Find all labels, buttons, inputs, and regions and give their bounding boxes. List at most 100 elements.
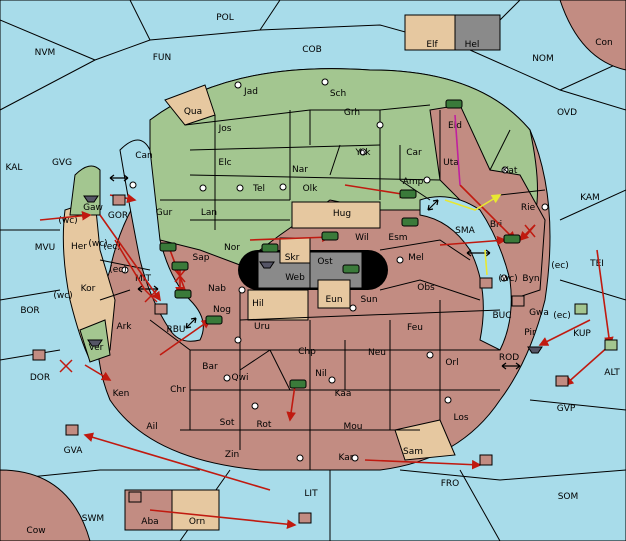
label-SOM: SOM (558, 492, 579, 502)
fleet-GOR (83, 195, 99, 203)
label-Sam: Sam (403, 447, 423, 457)
label-BOR: BOR (20, 306, 39, 316)
label-ALT: ALT (604, 368, 620, 378)
label-Rot: Rot (257, 420, 272, 430)
label-Her: Her (71, 242, 87, 252)
army-Nab (174, 289, 192, 299)
label-Elf: Elf (426, 40, 438, 50)
army-Wil (321, 231, 339, 241)
label-Los: Los (453, 413, 468, 423)
label-Chr: Chr (170, 385, 186, 395)
label-MVU: MVU (35, 243, 56, 253)
label-SMA: SMA (455, 226, 475, 236)
label-FRO: FRO (441, 479, 460, 489)
label-Hil: Hil (252, 299, 264, 309)
label-Yok: Yok (354, 148, 371, 158)
label-KAL: KAL (6, 163, 23, 173)
label-Pir: Pir (524, 328, 536, 338)
army-Nil (289, 379, 307, 389)
label-Ark: Ark (116, 322, 132, 332)
label-Sun: Sun (360, 295, 377, 305)
label-wc2: (wc) (53, 291, 72, 301)
label-Zin: Zin (225, 450, 239, 460)
region-Eun[interactable] (317, 279, 351, 309)
label-SWM: SWM (82, 514, 104, 524)
label-Sch: Sch (330, 89, 346, 99)
label-Elc: Elc (218, 158, 231, 168)
label-Nog: Nog (213, 305, 231, 315)
label-Ail: Ail (146, 422, 157, 432)
label-Orl: Orl (445, 358, 458, 368)
label-BUC: BUC (492, 311, 511, 321)
label-ec1: (ec) (103, 242, 121, 252)
label-KUP: KUP (573, 329, 591, 339)
label-Bar: Bar (202, 362, 218, 372)
label-Can: Can (135, 151, 153, 161)
region-Hel[interactable] (454, 14, 501, 51)
label-GVP: GVP (557, 404, 576, 414)
label-Bri: Bri (490, 220, 502, 230)
label-wc3: (wc) (88, 239, 107, 249)
coast-markers: (wc) (ec) (ec) (wc) (wc) (ec) (ec) (wc) (53, 216, 570, 321)
label-Nar: Nar (292, 165, 308, 175)
region-labels: POL NVM FUN COB Elf Hel Con NOM OVD KAL … (6, 13, 621, 536)
label-Ver: Ver (89, 343, 104, 353)
label-Sap: Sap (193, 253, 210, 263)
label-Con: Con (595, 38, 613, 48)
label-Gwa: Gwa (529, 308, 549, 318)
label-Amp: Amp (403, 177, 424, 187)
label-Gur: Gur (156, 208, 173, 218)
label-OVD: OVD (557, 108, 577, 118)
label-Uru: Uru (254, 322, 270, 332)
label-Neu: Neu (368, 348, 386, 358)
label-GOR: GOR (108, 211, 128, 221)
label-Qwi: Qwi (232, 373, 249, 383)
label-Mel: Mel (408, 253, 424, 263)
label-Esm: Esm (388, 233, 407, 243)
label-Gaw: Gaw (83, 203, 103, 213)
army-MIT (171, 261, 189, 271)
land-borders (99, 104, 546, 470)
label-NVM: NVM (35, 48, 56, 58)
supply-centres (121, 78, 549, 462)
label-Uta: Uta (443, 158, 459, 168)
region-Hug[interactable] (291, 201, 381, 229)
label-RBU: RBU (166, 325, 185, 335)
region-Gaw[interactable] (69, 165, 101, 216)
label-Skr: Skr (285, 253, 300, 263)
army-Eld (445, 99, 463, 109)
label-Obs: Obs (417, 283, 435, 293)
label-ec4: (ec) (553, 311, 571, 321)
army-Nog (205, 315, 223, 325)
army-Esm (401, 217, 419, 227)
label-TEI: TEI (589, 259, 604, 269)
region-Hil[interactable] (247, 289, 309, 321)
units (32, 99, 618, 524)
label-DOR: DOR (30, 373, 50, 383)
region-Skr[interactable] (279, 237, 311, 264)
label-Feu: Feu (407, 323, 423, 333)
label-Ost: Ost (317, 257, 333, 267)
label-Kat: Kat (503, 166, 518, 176)
label-LIT: LIT (304, 489, 318, 499)
label-Orn: Orn (189, 517, 205, 527)
link-markers (109, 174, 521, 370)
label-Hug: Hug (333, 209, 351, 219)
fleet-Ver (87, 339, 103, 347)
label-Sot: Sot (220, 418, 235, 428)
label-Nab: Nab (208, 284, 226, 294)
label-Kor: Kor (81, 284, 96, 294)
label-Grh: Grh (344, 108, 360, 118)
label-Mou: Mou (344, 422, 363, 432)
label-Olk: Olk (303, 184, 319, 194)
label-Tel: Tel (252, 184, 265, 194)
label-POL: POL (216, 13, 234, 23)
label-wc1: (wc) (58, 216, 77, 226)
region-Orn[interactable] (171, 489, 220, 531)
region-Elf[interactable] (404, 14, 456, 51)
label-Eun: Eun (325, 295, 342, 305)
label-Jad: Jad (243, 87, 258, 97)
label-Aba: Aba (141, 517, 158, 527)
